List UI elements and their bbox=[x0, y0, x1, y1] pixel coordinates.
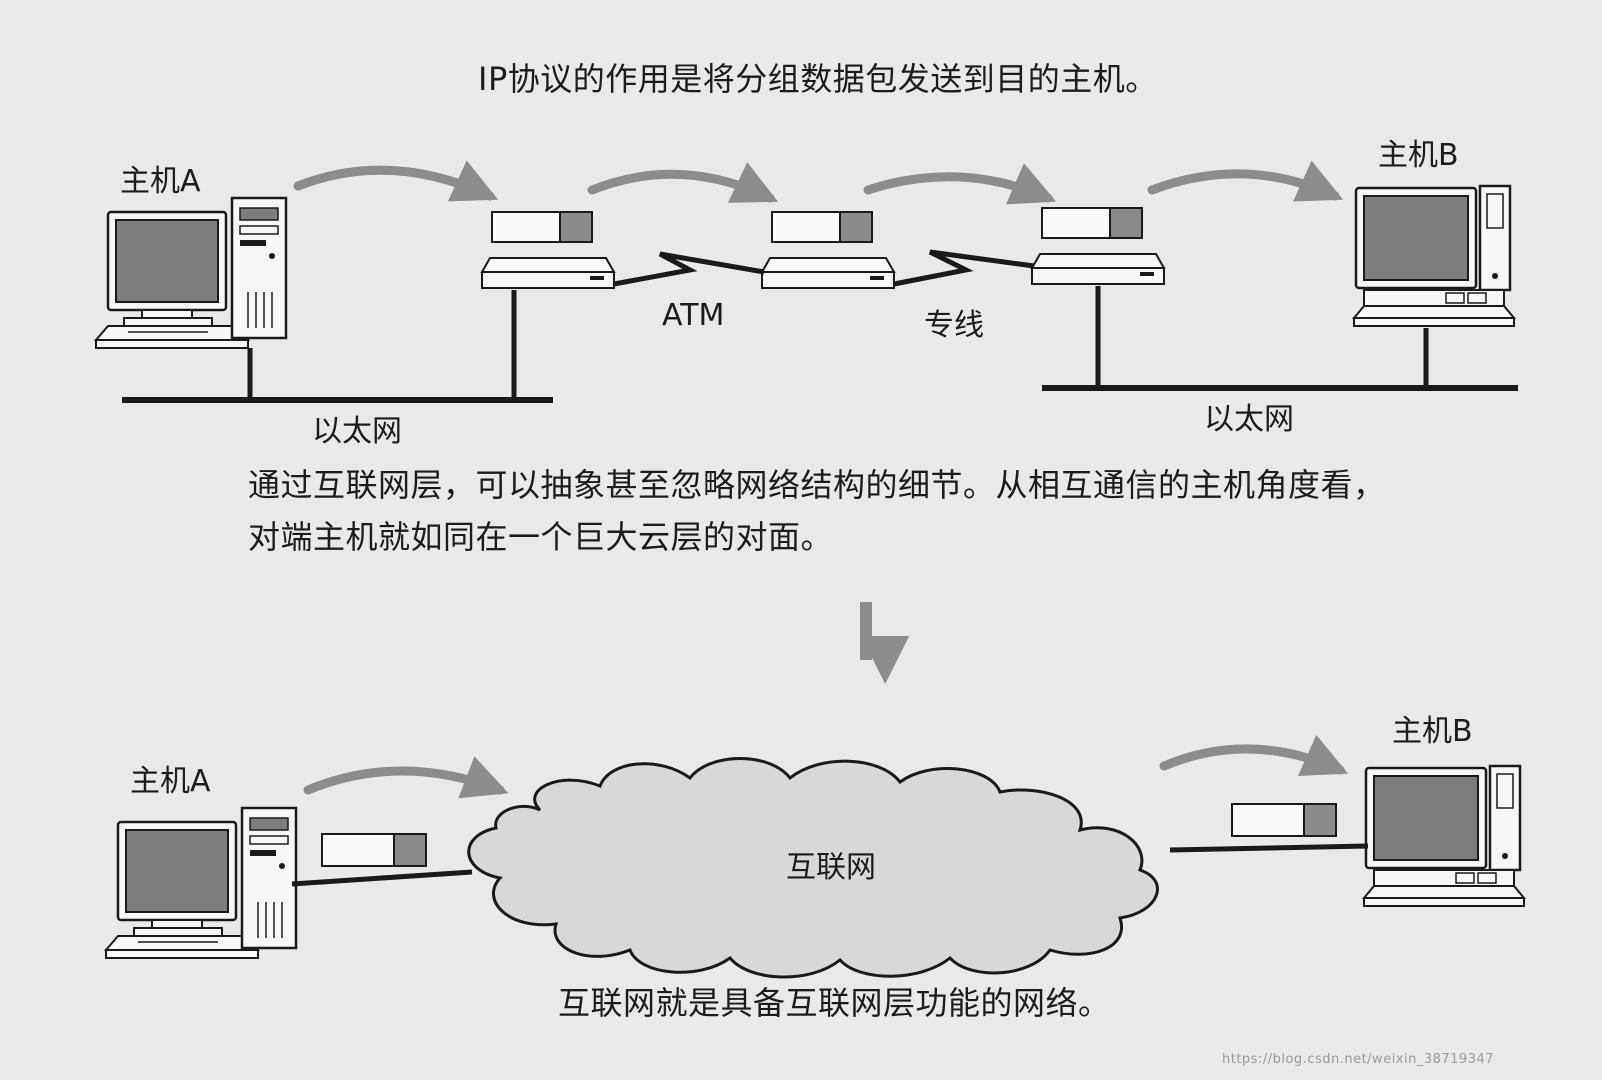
router-2-icon bbox=[761, 211, 895, 289]
caption-middle-line1: 通过互联网层，可以抽象甚至忽略网络结构的细节。从相互通信的主机角度看， bbox=[248, 466, 1386, 504]
host-a-computer-icon bbox=[94, 196, 288, 350]
router-1-icon bbox=[481, 211, 615, 289]
caption-bottom: 互联网就是具备互联网层功能的网络。 bbox=[558, 984, 1111, 1022]
cloud-label: 互联网 bbox=[786, 850, 876, 885]
atm-link-line bbox=[613, 251, 765, 287]
packet-right-icon bbox=[1231, 803, 1337, 837]
flow-arrow-4 bbox=[1147, 160, 1344, 202]
leased-line-label: 专线 bbox=[924, 308, 984, 343]
bottom-host-a-label: 主机A bbox=[130, 764, 211, 799]
caption-middle-line2: 对端主机就如同在一个巨大云层的对面。 bbox=[248, 518, 834, 556]
router-3-icon bbox=[1031, 207, 1165, 285]
ethernet-right-label: 以太网 bbox=[1204, 402, 1294, 437]
bottom-host-b-computer-icon bbox=[1362, 764, 1526, 908]
ethernet-left-label: 以太网 bbox=[312, 414, 402, 449]
internet-cloud-shape bbox=[467, 757, 1159, 979]
atm-label: ATM bbox=[662, 298, 725, 333]
flow-arrow-1 bbox=[293, 160, 499, 202]
flow-arrow-5 bbox=[303, 756, 509, 799]
flow-arrow-6 bbox=[1159, 734, 1349, 776]
bottom-host-a-computer-icon bbox=[104, 806, 298, 960]
flow-arrow-3 bbox=[863, 163, 1057, 205]
host-b-computer-icon bbox=[1352, 184, 1516, 328]
host-b-label: 主机B bbox=[1378, 138, 1459, 173]
caption-top: IP协议的作用是将分组数据包发送到目的主机。 bbox=[478, 60, 1158, 98]
packet-left-icon bbox=[321, 833, 427, 867]
leased-line-link bbox=[893, 249, 1035, 287]
bottom-host-b-label: 主机B bbox=[1392, 714, 1473, 749]
flow-arrow-2 bbox=[587, 162, 779, 203]
host-a-label: 主机A bbox=[120, 164, 201, 199]
watermark-text: https://blog.csdn.net/weixin_38719347 bbox=[1222, 1052, 1495, 1067]
